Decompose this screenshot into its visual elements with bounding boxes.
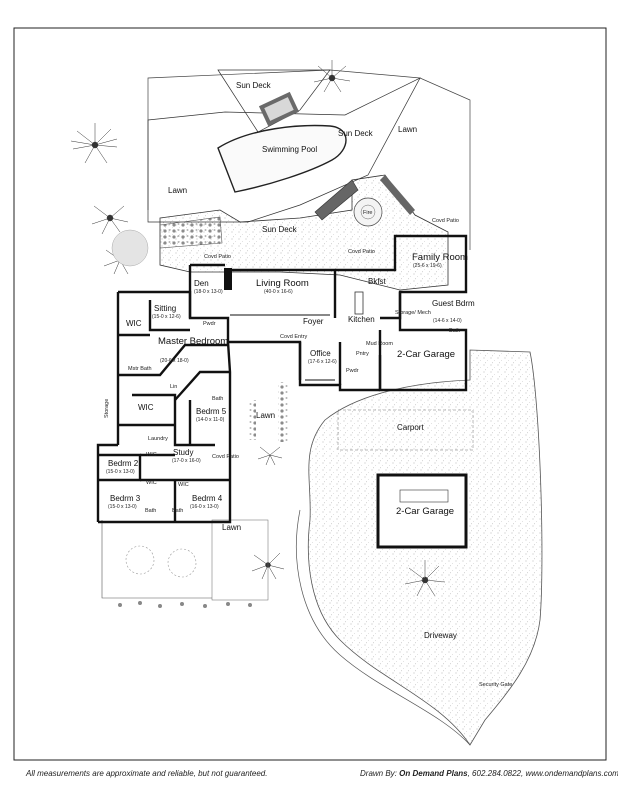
label-den: Den <box>194 279 209 288</box>
label-master-bedroom-dim: (20-6 x 18-0) <box>160 358 189 364</box>
label-bedrm4-dim: (16-0 x 13-0) <box>190 504 219 510</box>
carport <box>337 409 474 451</box>
label-security-gate: Security Gate <box>479 682 512 688</box>
label-bedrm3-dim: (15-0 x 13-0) <box>108 504 137 510</box>
label-family-room-dim: (25-6 x 19-6) <box>413 263 442 269</box>
label-covd-patio-low: Covd Patio <box>212 454 239 460</box>
label-storage-mech: Storage/ Mech <box>395 310 431 316</box>
label-covd-patio-right: Covd Patio <box>432 218 459 224</box>
left-yard-fence <box>101 520 212 599</box>
label-garage-main: 2-Car Garage <box>397 349 455 360</box>
label-living-room: Living Room <box>256 278 309 289</box>
sun-deck-top-outline <box>217 69 331 133</box>
label-storage-left: Storage <box>104 399 110 418</box>
label-bkfst: Bkfst <box>368 277 387 286</box>
label-bedrm4: Bedrm 4 <box>192 494 223 503</box>
label-bath-guest: Bath <box>449 328 460 334</box>
drawn-by-contact: , 602.284.0822, www.ondemandplans.com <box>467 769 618 778</box>
label-bedrm3: Bedrm 3 <box>110 494 141 503</box>
drawn-by-name: On Demand Plans <box>399 769 468 778</box>
label-bath-b3: Bath <box>145 508 156 514</box>
label-bedrm5: Bedrm 5 <box>196 407 227 416</box>
kitchen-island <box>354 291 364 315</box>
label-mud-room: Mud Room <box>366 341 393 347</box>
tree-canopy <box>167 548 197 578</box>
label-lawn-top-right: Lawn <box>398 125 417 134</box>
shrub-row <box>118 601 252 608</box>
label-master-bedroom: Master Bedroom <box>158 336 228 347</box>
label-pantry: Pntry <box>356 351 369 357</box>
label-sun-deck-mid: Sun Deck <box>338 129 374 138</box>
label-fire: Fire <box>363 210 372 216</box>
drawn-by: Drawn By: On Demand Plans, 602.284.0822,… <box>360 769 618 778</box>
label-swimming-pool: Swimming Pool <box>262 145 317 154</box>
fire-pit <box>353 197 383 227</box>
label-lawn-left: Lawn <box>168 186 187 195</box>
label-sun-deck-lower: Sun Deck <box>262 225 298 234</box>
label-bedrm5-dim: (14-0 x 11-0) <box>196 417 225 423</box>
label-sun-deck-top: Sun Deck <box>236 81 272 90</box>
label-wic-mid: WIC <box>138 403 154 412</box>
label-wic-b3: WIC <box>146 480 157 486</box>
label-wic-b2: WIC <box>146 452 157 458</box>
label-wic-top: WIC <box>126 319 142 328</box>
tree-canopy <box>111 229 149 267</box>
label-foyer: Foyer <box>303 317 324 326</box>
label-bath-mid: Bath <box>212 396 223 402</box>
window-marks <box>230 235 450 381</box>
disclaimer: All measurements are approximate and rel… <box>26 769 268 778</box>
fireplace <box>224 268 232 290</box>
label-mstr-bath: Mstr Bath <box>128 366 152 372</box>
planter-wall-fire <box>380 175 415 215</box>
label-laundry: Laundry <box>148 436 168 442</box>
label-guest-bdrm: Guest Bdrm <box>432 299 475 308</box>
driveway-edge <box>296 509 471 746</box>
label-bedrm2-dim: (15-0 x 13-0) <box>106 469 135 475</box>
label-bedrm2: Bedrm 2 <box>108 459 139 468</box>
label-powder: Pwdr <box>203 321 216 327</box>
label-sitting-dim: (15-0 x 12-6) <box>152 314 181 320</box>
room-labels: Sun Deck Sun Deck Swimming Pool Lawn Law… <box>104 81 512 688</box>
label-living-room-dim: (40-0 x 16-6) <box>264 289 293 295</box>
label-guest-bdrm-dim: (14-6 x 14-0) <box>433 318 462 324</box>
label-covd-patio-mid: Covd Patio <box>348 249 375 255</box>
planter-strip <box>248 400 256 440</box>
label-driveway: Driveway <box>424 631 457 640</box>
label-kitchen: Kitchen <box>348 315 375 324</box>
tree-canopy <box>125 545 155 575</box>
label-lin: Lin <box>170 384 177 390</box>
drawn-by-label: Drawn By: <box>360 769 397 778</box>
label-pwdr2: Pwdr <box>346 368 359 374</box>
planter-strip <box>278 382 288 442</box>
planter-wall-left <box>159 216 223 249</box>
site-outline <box>147 69 471 250</box>
label-den-dim: (18-0 x 13-0) <box>194 289 223 295</box>
label-sitting: Sitting <box>154 304 176 313</box>
label-covd-patio-left: Covd Patio <box>204 254 231 260</box>
label-garage-detached: 2-Car Garage <box>396 506 454 517</box>
detached-garage <box>376 473 468 549</box>
house-walls <box>96 234 468 524</box>
label-wic-b4: WIC <box>178 482 189 488</box>
label-lawn-bottom: Lawn <box>222 523 241 532</box>
label-lawn-mid: Lawn <box>256 411 275 420</box>
label-carport: Carport <box>397 423 424 432</box>
label-office-dim: (17-6 x 12-6) <box>308 359 337 365</box>
label-covd-entry: Covd Entry <box>280 334 307 340</box>
page-border <box>13 27 607 761</box>
label-office: Office <box>310 349 331 358</box>
swimming-pool <box>217 124 347 193</box>
lawn-corridor-edge <box>211 519 269 601</box>
label-bath-b4: Bath <box>172 508 183 514</box>
label-family-room: Family Room <box>412 252 468 263</box>
label-study: Study <box>173 448 193 457</box>
planter-wall-right <box>314 179 359 221</box>
label-study-dim: (17-0 x 16-0) <box>172 458 201 464</box>
spa <box>258 91 300 127</box>
